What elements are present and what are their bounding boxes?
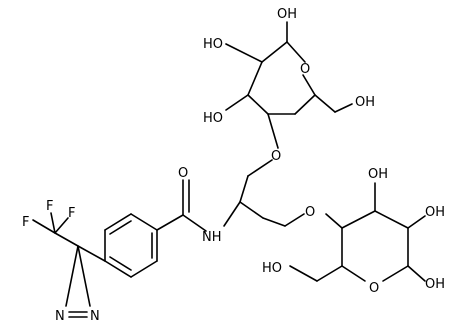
atom-label-ring2-oxygen: O [369,281,379,296]
atom-label-ho-top-left: HO [203,37,223,52]
atom-label-f-left: F [22,215,29,230]
atom-label-ether-oxygen-top: O [271,149,281,164]
atom-label-diazirine-n-right: N [90,309,100,324]
atom-label-ether-oxygen-mid: O [305,205,315,220]
atom-label-f-top-right: F [68,206,75,221]
atom-label-diazirine-n-left: N [55,309,65,324]
atom-label-oh-ring2-top: OH [368,167,388,182]
atom-label-ring1-oxygen: O [300,62,310,77]
atom-labels: HO OH O HO OH O O F F F NH O OH OH HO O … [22,7,445,324]
atom-label-oh-ch2-right: OH [355,95,375,110]
atom-label-carbonyl-oxygen: O [178,166,188,181]
atom-label-nh: NH [202,230,222,245]
bond-lines [32,21,426,318]
atom-label-ho-mid-left: HO [203,111,223,126]
atom-label-ho-bottom-left: HO [262,261,282,276]
atom-label-oh-ring2-right: OH [425,205,445,220]
atom-label-f-top-left: F [46,199,53,214]
atom-label-oh-top-right: OH [277,7,297,22]
atom-label-oh-bottom-right: OH [425,277,445,292]
